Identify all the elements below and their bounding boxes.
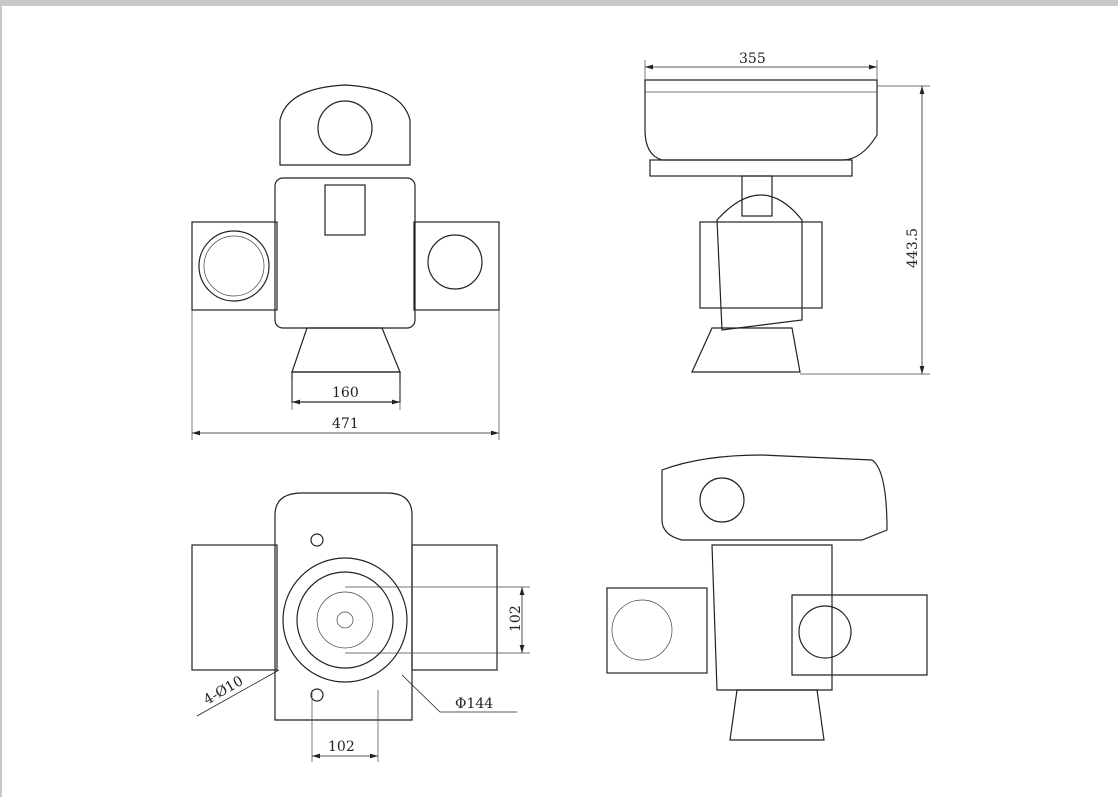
- dim-hole-spacing-horizontal: 102: [328, 739, 355, 755]
- front-view: 160 471: [191, 84, 500, 440]
- iso-body: [711, 544, 833, 691]
- bottom-right-light: [411, 544, 498, 671]
- right-light-box: [413, 221, 500, 311]
- pan-body: [274, 177, 416, 329]
- dim-overall-height: 443.5: [905, 228, 921, 268]
- drawing-sheet: 160 471 355 443.5 102 102 4-Ø10: [2, 6, 1118, 797]
- iso-left-light: [606, 587, 708, 674]
- dim-base-width: 160: [332, 385, 359, 401]
- iso-housing: [661, 454, 888, 541]
- left-light-box: [191, 221, 278, 311]
- camera-window: [317, 100, 373, 156]
- dim-hole-spacing-vertical: 102: [508, 605, 524, 632]
- iso-right-light: [791, 594, 928, 676]
- dim-mounting-holes: 4-Ø10: [201, 673, 246, 708]
- dim-overall-width: 471: [332, 416, 359, 432]
- side-view: 355 443.5: [644, 51, 930, 375]
- base: [291, 327, 401, 373]
- bottom-body: [274, 492, 413, 721]
- iso-base: [729, 689, 825, 741]
- isometric-view: [606, 454, 928, 741]
- side-base: [691, 327, 801, 373]
- tilt-arm: [324, 184, 366, 236]
- camera-housing-front: [279, 84, 411, 166]
- bottom-view: 102 102 4-Ø10 Φ144: [191, 492, 530, 762]
- technical-drawing: 160 471 355 443.5 102 102 4-Ø10: [191, 51, 930, 762]
- dim-bolt-circle: Φ144: [455, 696, 493, 712]
- bottom-left-light: [191, 544, 278, 671]
- dim-housing-length: 355: [739, 51, 766, 67]
- side-light-box: [699, 221, 823, 309]
